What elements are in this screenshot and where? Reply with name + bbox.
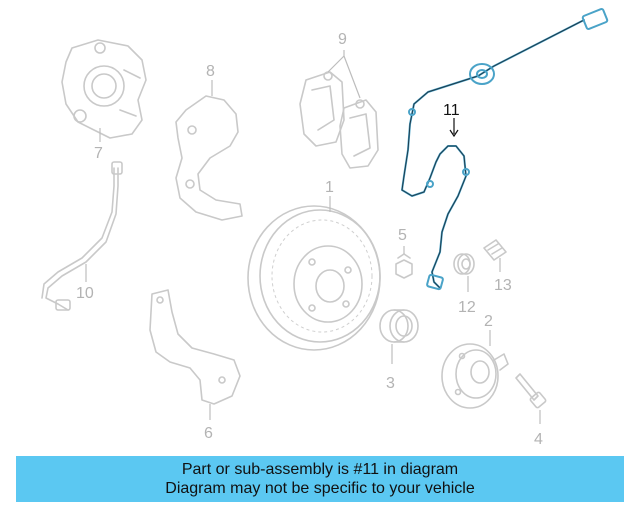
callout-5: 5 [398, 227, 407, 244]
callout-7: 7 [94, 145, 103, 162]
brake-hose-part [41, 161, 123, 311]
callout-1: 1 [325, 179, 334, 196]
callout-13: 13 [494, 277, 512, 294]
callout-10: 10 [76, 285, 94, 302]
info-banner: Part or sub-assembly is #11 in diagram D… [16, 456, 624, 502]
callout-4: 4 [534, 431, 543, 448]
banner-line-part: Part or sub-assembly is #11 in diagram [181, 461, 459, 478]
sleeve-part [483, 239, 507, 261]
callout-8: 8 [206, 63, 215, 80]
callout-3: 3 [386, 375, 395, 392]
callout-11: 11 [443, 102, 460, 119]
wheel-hub-part [441, 343, 509, 409]
brake-rotor-part [247, 205, 381, 351]
callout-12: 12 [458, 299, 476, 316]
brake-caliper-part [61, 39, 147, 139]
callout-6: 6 [204, 425, 213, 442]
seal-ring-part [453, 253, 475, 275]
nut-part [395, 253, 413, 279]
wheel-bearing-part [379, 309, 419, 343]
brake-pads-part [299, 71, 379, 169]
callout-9: 9 [338, 31, 347, 48]
bolt-part [515, 373, 547, 409]
callout-2: 2 [484, 313, 493, 330]
banner-line-disclaimer: Diagram may not be specific to your vehi… [165, 480, 475, 497]
abs-sensor-part [401, 7, 609, 291]
caliper-bracket-part [175, 95, 243, 221]
splash-shield-part [149, 289, 241, 405]
